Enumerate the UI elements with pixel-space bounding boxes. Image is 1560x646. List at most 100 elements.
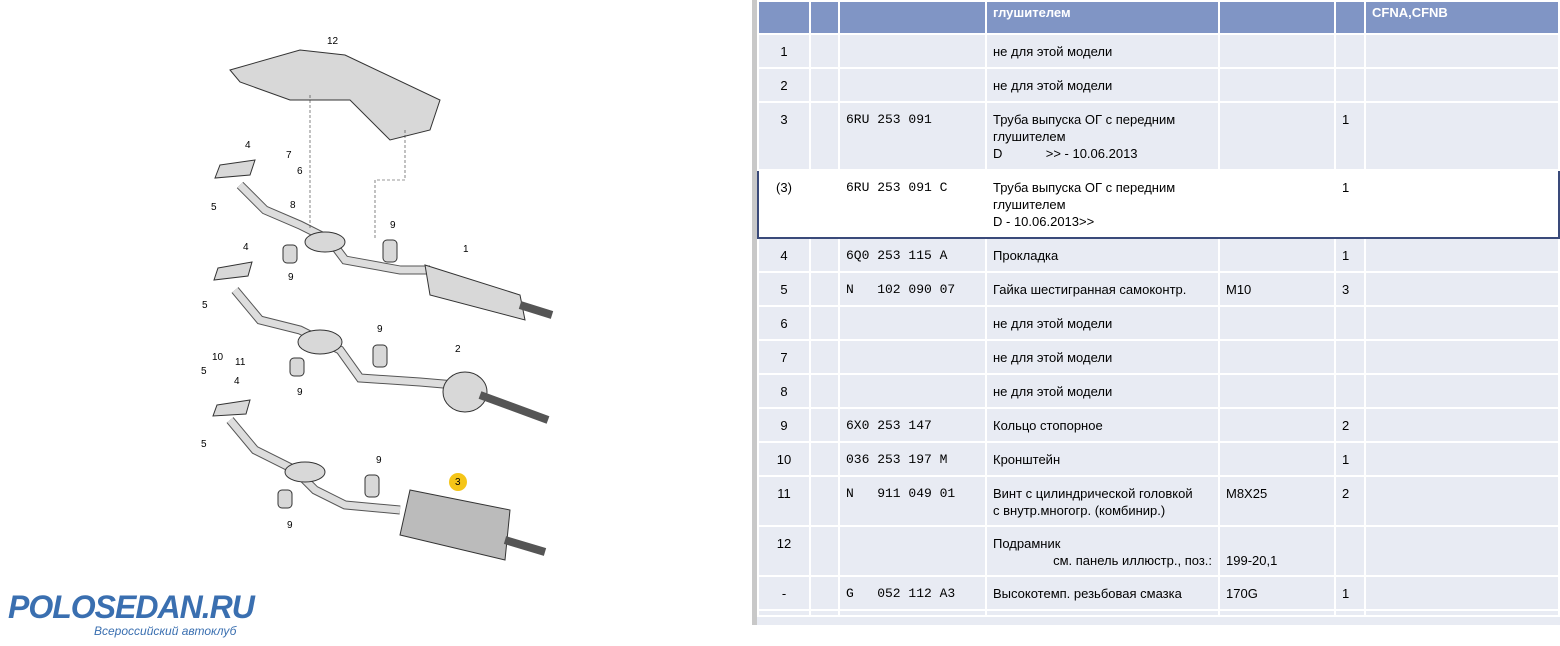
empty-cell <box>1334 609 1366 617</box>
engine-cell <box>1364 67 1560 103</box>
name-line: см. панель иллюстр., поз.: <box>1053 553 1212 568</box>
part-number-cell <box>838 33 987 69</box>
position-cell: 2 <box>757 67 811 103</box>
part-number-cell <box>838 373 987 409</box>
svg-text:12: 12 <box>327 36 339 47</box>
header-cell: глушителем <box>985 0 1220 35</box>
header-cell <box>1218 0 1336 35</box>
blank-cell <box>809 33 840 69</box>
svg-text:2: 2 <box>455 344 461 355</box>
table-row[interactable]: 6 не для этой модели <box>757 305 1560 341</box>
position-cell: 12 <box>757 525 811 577</box>
name-cell: Труба выпуска ОГ с передним глушителем D >… <box>985 101 1220 171</box>
position-cell: 10 <box>757 441 811 477</box>
svg-text:5: 5 <box>211 202 217 213</box>
name-cell: Гайка шестигранная самоконтр. <box>985 271 1220 307</box>
blank-cell <box>809 101 840 171</box>
svg-text:9: 9 <box>376 455 382 466</box>
part-number-cell: N 102 090 07 <box>838 271 987 307</box>
name-cell: Прокладка <box>985 237 1220 273</box>
svg-text:6: 6 <box>297 166 303 177</box>
part-number-cell: 6RU 253 091 C <box>838 169 987 239</box>
quantity-cell: 1 <box>1334 441 1366 477</box>
part-number-cell <box>838 305 987 341</box>
quantity-cell: 2 <box>1334 475 1366 527</box>
name-cell: не для этой модели <box>985 339 1220 375</box>
name-cell: не для этой модели <box>985 33 1220 69</box>
quantity-cell <box>1334 305 1366 341</box>
logo-subtitle: Всероссийский автоклуб <box>94 624 237 638</box>
name-line: не для этой модели <box>993 44 1113 59</box>
blank-cell <box>809 407 840 443</box>
quantity-cell <box>1334 67 1366 103</box>
engine-cell <box>1364 305 1560 341</box>
svg-text:1: 1 <box>463 244 469 255</box>
name-line: D >> - 10.06.2013 <box>993 146 1138 161</box>
position-cell: 9 <box>757 407 811 443</box>
note-cell: M10 <box>1218 271 1336 307</box>
blank-cell <box>809 305 840 341</box>
part-number-cell <box>838 525 987 577</box>
header-cell <box>838 0 987 35</box>
blank-cell <box>809 475 840 527</box>
svg-text:9: 9 <box>297 387 303 398</box>
svg-text:5: 5 <box>201 366 207 377</box>
name-line: не для этой модели <box>993 78 1113 93</box>
note-cell <box>1218 441 1336 477</box>
note-cell: 170G <box>1218 575 1336 611</box>
name-line: Высокотемп. резьбовая смазка <box>993 586 1182 601</box>
part-number-cell: N 911 049 01 <box>838 475 987 527</box>
quantity-cell: 1 <box>1334 101 1366 171</box>
blank-cell <box>809 441 840 477</box>
highlighted-callout-marker <box>449 473 467 491</box>
header-cell <box>757 0 811 35</box>
name-cell: Высокотемп. резьбовая смазка <box>985 575 1220 611</box>
note-text: M8X25 <box>1226 486 1268 501</box>
svg-text:4: 4 <box>234 376 240 387</box>
part-number-cell <box>838 339 987 375</box>
name-line: не для этой модели <box>993 384 1113 399</box>
name-cell: не для этой модели <box>985 305 1220 341</box>
note-cell <box>1218 67 1336 103</box>
blank-cell <box>809 339 840 375</box>
name-line: Кронштейн <box>993 452 1061 467</box>
svg-text:5: 5 <box>201 439 207 450</box>
header-cell <box>1334 0 1366 35</box>
position-cell: 4 <box>757 237 811 273</box>
quantity-cell <box>1334 33 1366 69</box>
name-line: Труба выпуска ОГ с передним <box>993 112 1176 127</box>
table-row[interactable]: 2 не для этой модели <box>757 67 1560 103</box>
note-text: M10 <box>1226 282 1252 297</box>
header-cell-engine-codes: CFNA,CFNB <box>1364 0 1560 35</box>
quantity-cell <box>1334 339 1366 375</box>
name-cell: Кольцо стопорное <box>985 407 1220 443</box>
svg-text:10: 10 <box>212 352 224 363</box>
name-cell: не для этой модели <box>985 67 1220 103</box>
svg-text:3: 3 <box>455 477 461 488</box>
note-cell <box>1218 339 1336 375</box>
note-cell <box>1218 407 1336 443</box>
position-cell: 6 <box>757 305 811 341</box>
engine-cell <box>1364 441 1560 477</box>
note-cell <box>1218 33 1336 69</box>
blank-cell <box>809 169 840 239</box>
quantity-cell <box>1334 525 1366 577</box>
empty-cell <box>809 609 840 617</box>
blank-cell <box>809 67 840 103</box>
name-line: глушителем <box>993 129 1066 144</box>
